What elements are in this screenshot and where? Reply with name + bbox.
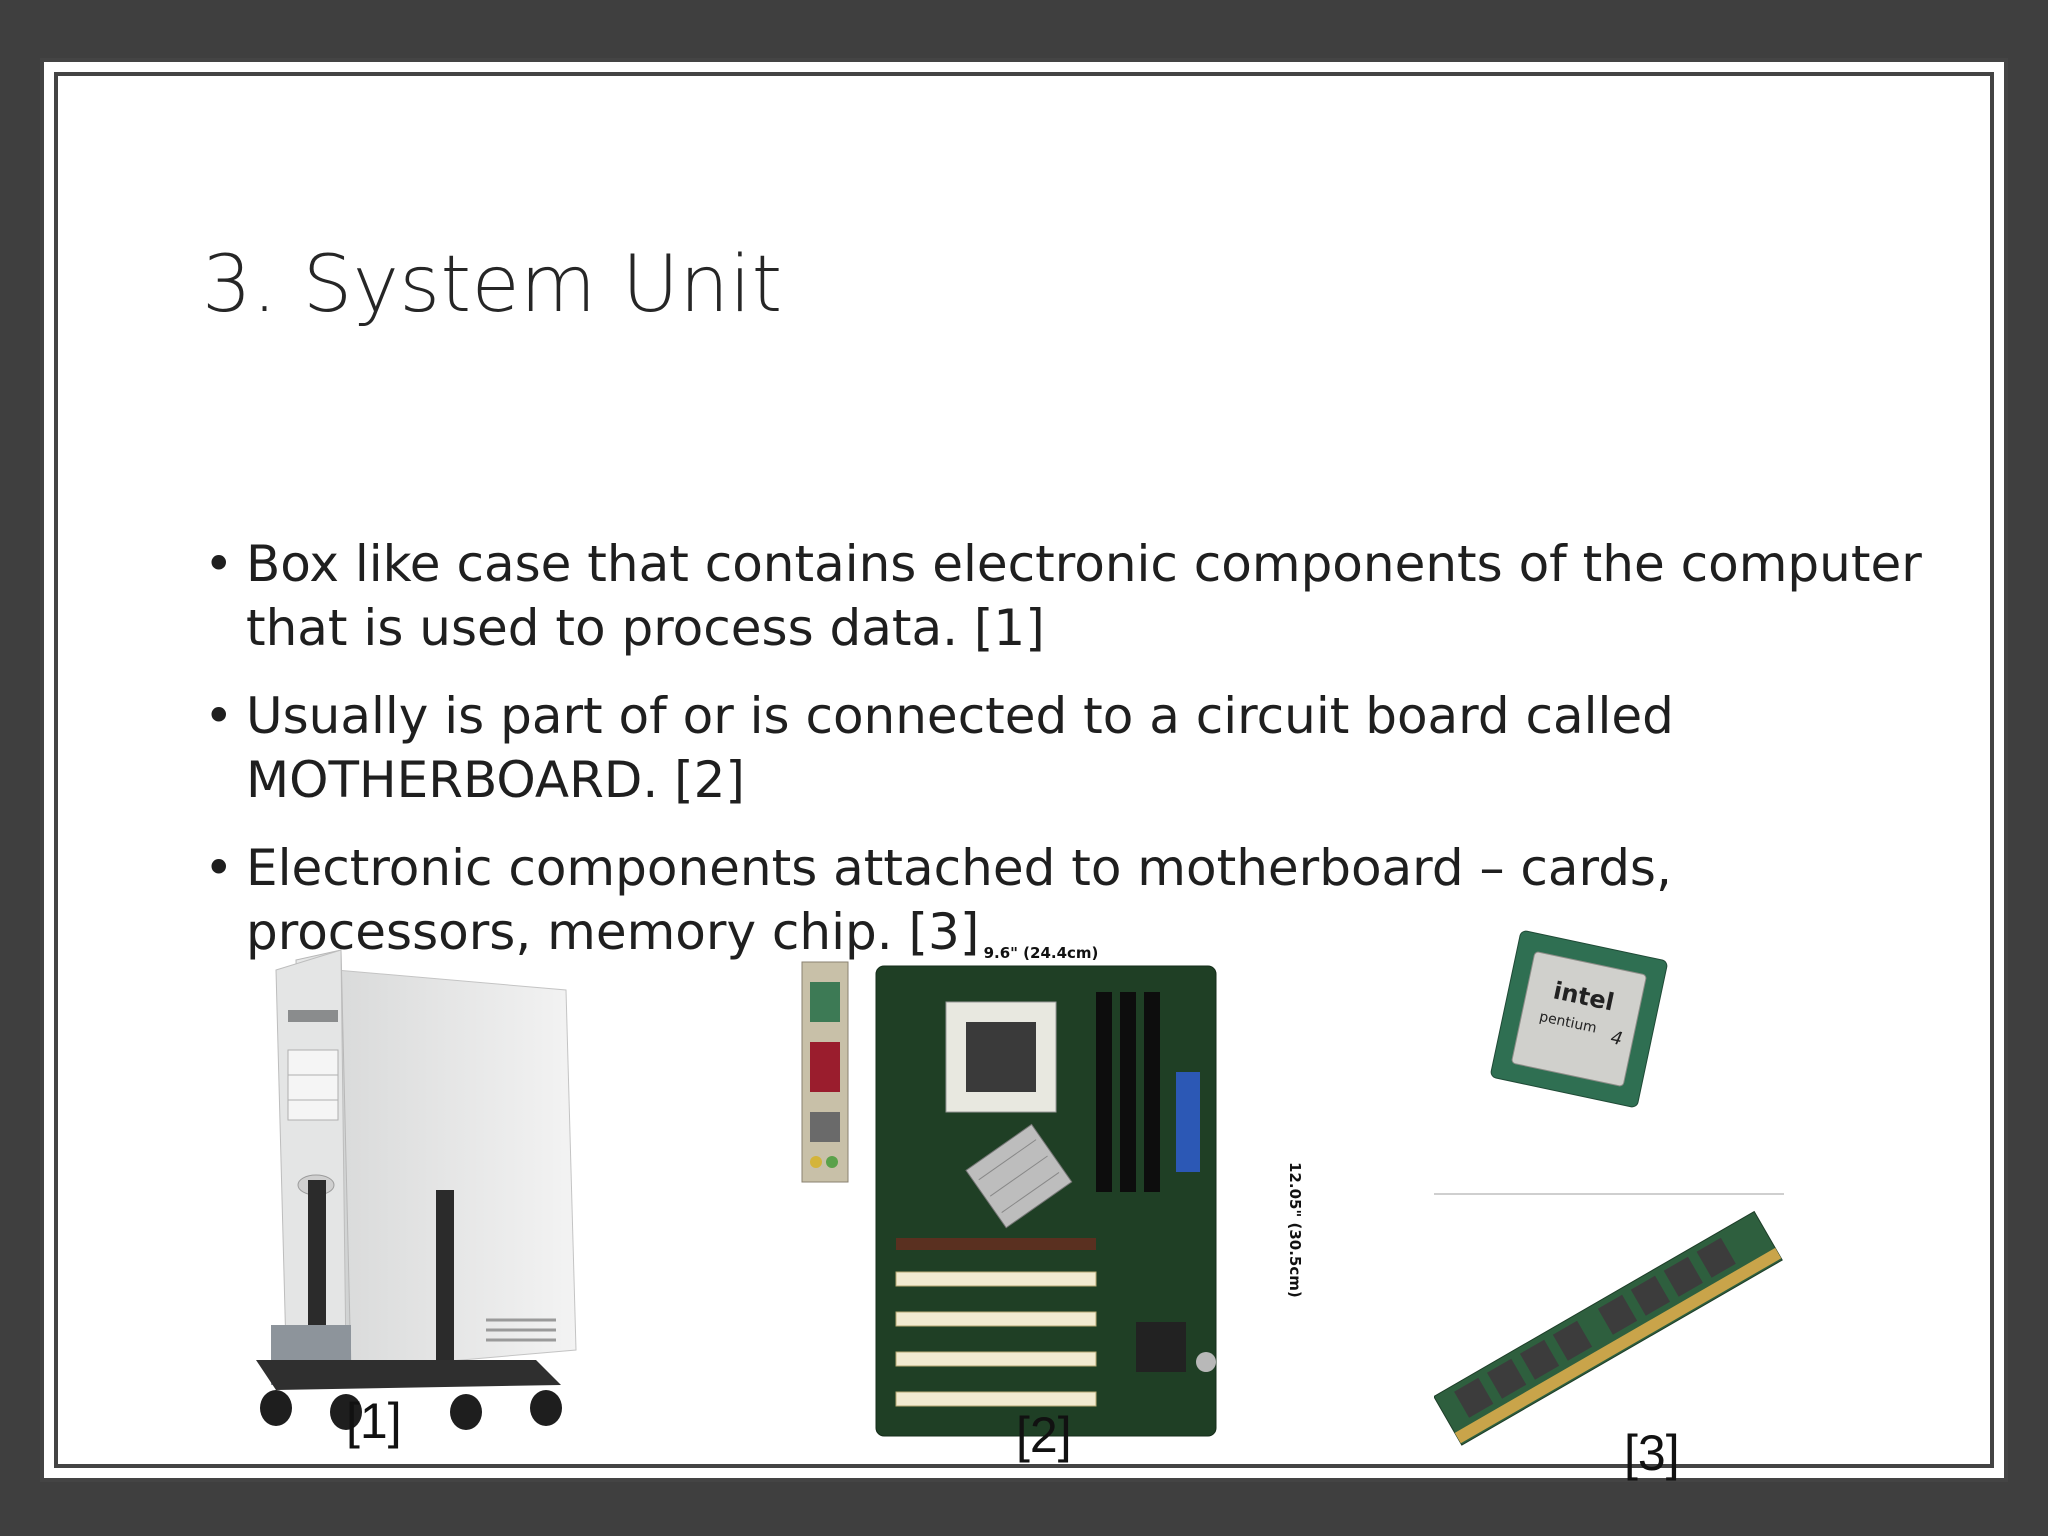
bullet-text: Electronic components attached to mother… <box>246 839 1672 961</box>
image-caption-3: [3] <box>1624 1425 1680 1481</box>
slide: 3. System Unit • Box like case that cont… <box>40 58 2008 1482</box>
motherboard-width-label: 9.6" (24.4cm) <box>984 944 1099 962</box>
image-caption-2: [2] <box>1016 1407 1072 1463</box>
slide-title: 3. System Unit <box>202 240 783 330</box>
ram-stick-icon <box>1434 1193 1784 1446</box>
motherboard-icon: 9.6" (24.4cm) 12.05" (30.5cm) <box>801 944 1304 1437</box>
image-caption-1: [1] <box>346 1393 402 1449</box>
computer-case-icon <box>256 949 577 1430</box>
bullet-text: Usually is part of or is connected to a … <box>246 687 1674 809</box>
motherboard-height-label: 12.05" (30.5cm) <box>1286 1162 1304 1298</box>
bullet-icon: • <box>204 839 234 897</box>
bullet-text: Box like case that contains electronic c… <box>246 535 1922 657</box>
bullet-icon: • <box>204 687 234 745</box>
bullet-list: • Box like case that contains electronic… <box>204 532 1964 988</box>
slide-border <box>54 72 1994 1468</box>
bullet-item: • Electronic components attached to moth… <box>204 836 1964 964</box>
bullet-item: • Box like case that contains electronic… <box>204 532 1964 660</box>
cpu-model-suffix: 4 <box>1609 1027 1625 1050</box>
bullet-item: • Usually is part of or is connected to … <box>204 684 1964 812</box>
bullet-icon: • <box>204 535 234 593</box>
cpu-chip-icon: intel pentium 4 <box>1490 930 1668 1108</box>
